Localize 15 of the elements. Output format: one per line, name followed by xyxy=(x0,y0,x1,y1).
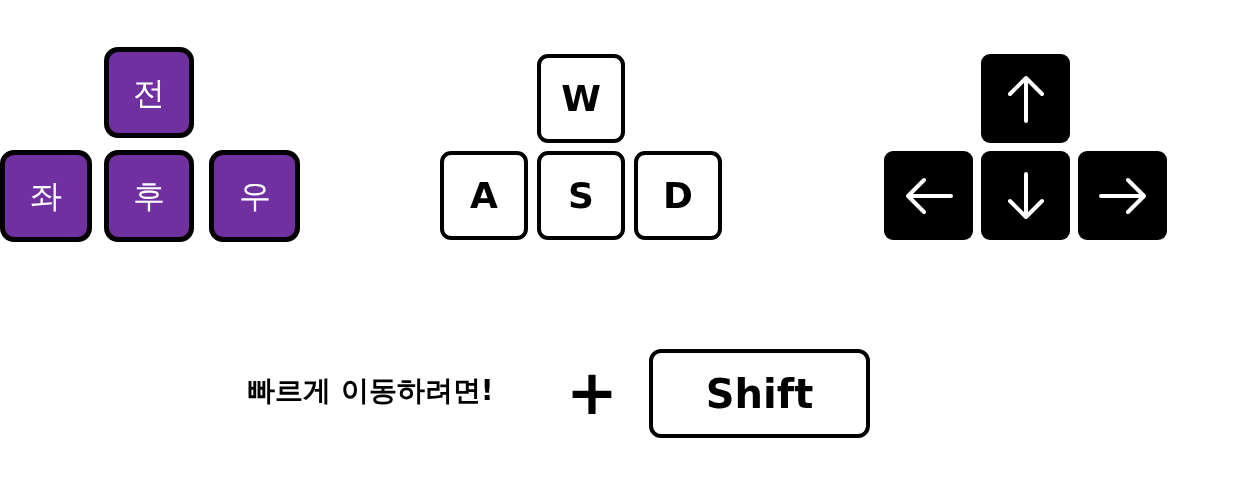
keyboard-key: 후 xyxy=(104,150,194,242)
plus-sign: + xyxy=(566,362,618,424)
keyboard-key xyxy=(884,151,973,240)
keyboard-key: S xyxy=(537,151,625,240)
keyboard-key: W xyxy=(537,54,625,143)
keyboard-key xyxy=(1078,151,1167,240)
keyboard-key: D xyxy=(634,151,722,240)
keyboard-key: 우 xyxy=(209,150,300,242)
keyboard-key: 전 xyxy=(104,47,194,138)
keyboard-key xyxy=(981,54,1070,143)
keyboard-key xyxy=(981,151,1070,240)
instruction-text: 빠르게 이동하려면! xyxy=(247,377,494,405)
keyboard-key: A xyxy=(440,151,528,240)
keyboard-key: 좌 xyxy=(0,150,92,242)
keyboard-key: Shift xyxy=(649,349,870,438)
